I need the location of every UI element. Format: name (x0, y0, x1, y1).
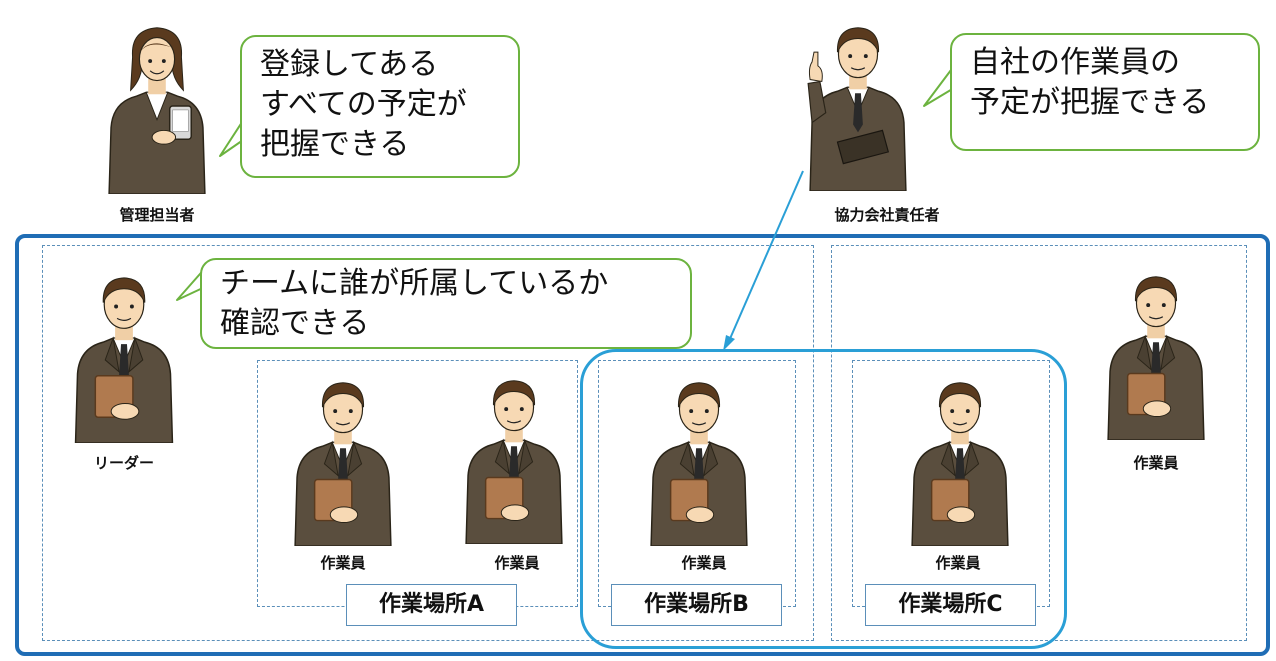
role-label-worker-b1: 作業員 (681, 554, 727, 572)
role-label-worker-a2: 作業員 (494, 554, 540, 572)
manager-illustration (103, 18, 211, 194)
partner-workers-frame (580, 349, 1067, 649)
company-frame (15, 234, 1270, 656)
worker-c1-illustration (904, 370, 1016, 546)
bubble-manager-line-1: 登録してある (260, 47, 439, 82)
role-label-worker-a1: 作業員 (320, 554, 366, 572)
worker-a2-illustration (458, 368, 570, 544)
bubble-leader-line-2: 確認できる (220, 306, 370, 341)
leader-illustration (68, 265, 180, 443)
speech-bubble-manager: 登録してある すべての予定が 把握できる (240, 35, 520, 178)
bubble-tail-manager (219, 115, 247, 157)
role-label-manager: 管理担当者 (119, 206, 195, 224)
bubble-tail-leader (176, 265, 208, 301)
bubble-manager-line-3: 把握できる (260, 127, 410, 162)
location-c-label: 作業場所C (865, 584, 1036, 626)
team-group-left (42, 245, 814, 641)
role-label-worker-right: 作業員 (1133, 454, 1179, 472)
bubble-leader-line-1: チームに誰が所属しているか (220, 266, 609, 301)
bubble-partner-line-2: 予定が把握できる (970, 85, 1210, 120)
bubble-partner-line-1: 自社の作業員の (970, 45, 1180, 80)
role-label-partner: 協力会社責任者 (834, 206, 940, 224)
location-b-label: 作業場所B (611, 584, 782, 626)
arrow-partner-to-workers (723, 170, 804, 351)
worker-b1-illustration (643, 370, 755, 546)
role-label-leader: リーダー (93, 454, 154, 472)
partner-manager-illustration (802, 15, 914, 191)
speech-bubble-partner: 自社の作業員の 予定が把握できる (950, 33, 1260, 151)
bubble-manager-line-2: すべての予定が (260, 87, 467, 122)
role-label-worker-c1: 作業員 (935, 554, 981, 572)
worker-right-illustration (1100, 264, 1212, 440)
speech-bubble-leader: チームに誰が所属しているか 確認できる (200, 258, 692, 349)
bubble-tail-partner (923, 65, 955, 107)
worker-a1-illustration (287, 370, 399, 546)
location-a-label: 作業場所A (346, 584, 517, 626)
